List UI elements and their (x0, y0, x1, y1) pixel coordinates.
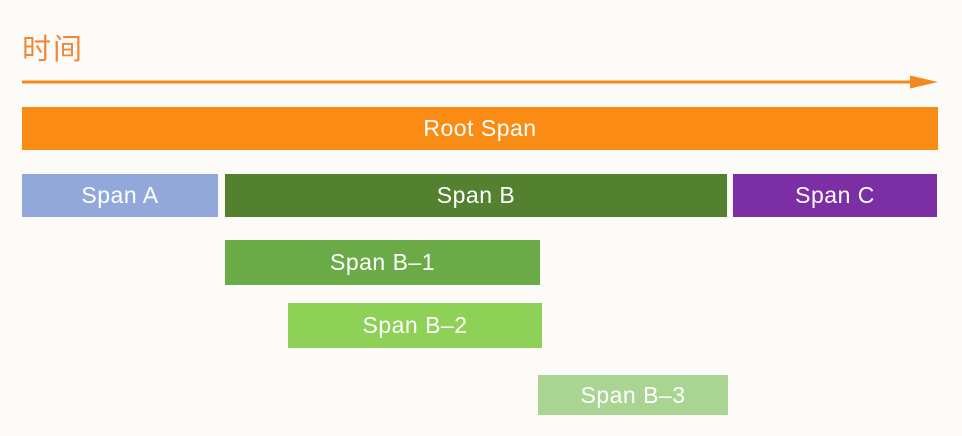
span-bar-c: Span C (733, 174, 937, 217)
span-bar-b1: Span B–1 (225, 240, 540, 285)
span-bar-b: Span B (225, 174, 727, 217)
time-arrow-icon (22, 75, 938, 89)
span-bar-b3: Span B–3 (538, 375, 728, 415)
span-bar-root: Root Span (22, 107, 938, 150)
span-bar-b2: Span B–2 (288, 303, 542, 348)
time-axis-label: 时间 (22, 34, 85, 66)
span-bar-a: Span A (22, 174, 218, 217)
